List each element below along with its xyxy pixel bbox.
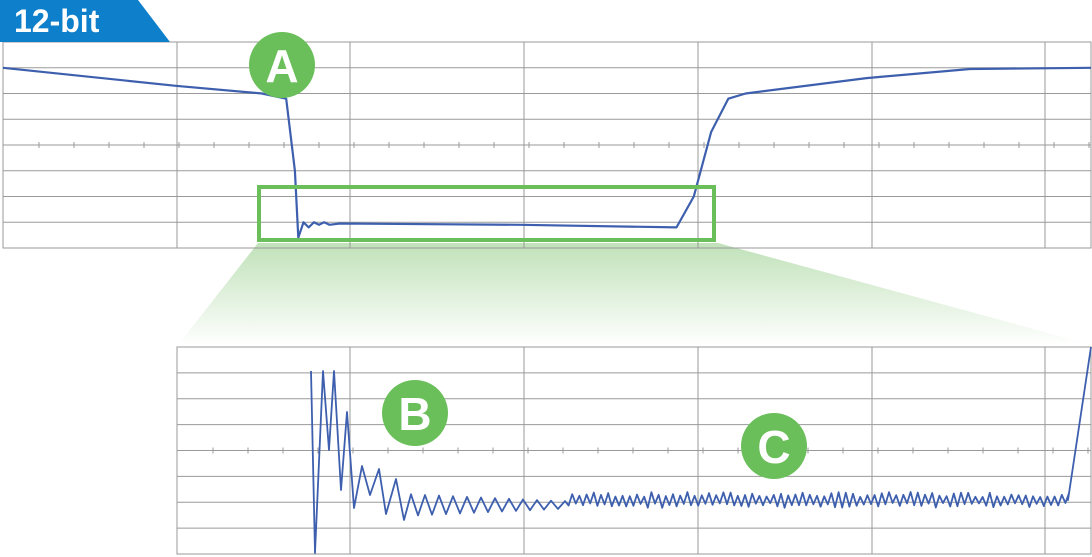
marker-c-circle [741, 413, 807, 479]
marker-a: A [249, 32, 315, 98]
overview-trace [2, 66, 1092, 239]
resolution-tag-shape [0, 0, 170, 42]
zoomed-trace [310, 346, 1092, 554]
marker-c: C [741, 413, 807, 479]
marker-b: B [382, 380, 448, 446]
resolution-tag: 12-bit [0, 0, 170, 42]
marker-b-circle [382, 380, 448, 446]
zoom-projection [178, 243, 1092, 345]
marker-b-label: B [398, 388, 431, 440]
marker-a-circle [249, 32, 315, 98]
overview-chart [2, 41, 1092, 249]
marker-c-label: C [757, 421, 790, 473]
zoom-region-box [257, 185, 716, 242]
resolution-tag-label: 12-bit [14, 3, 100, 39]
marker-a-label: A [265, 40, 298, 92]
zoomed-chart [176, 346, 1092, 555]
